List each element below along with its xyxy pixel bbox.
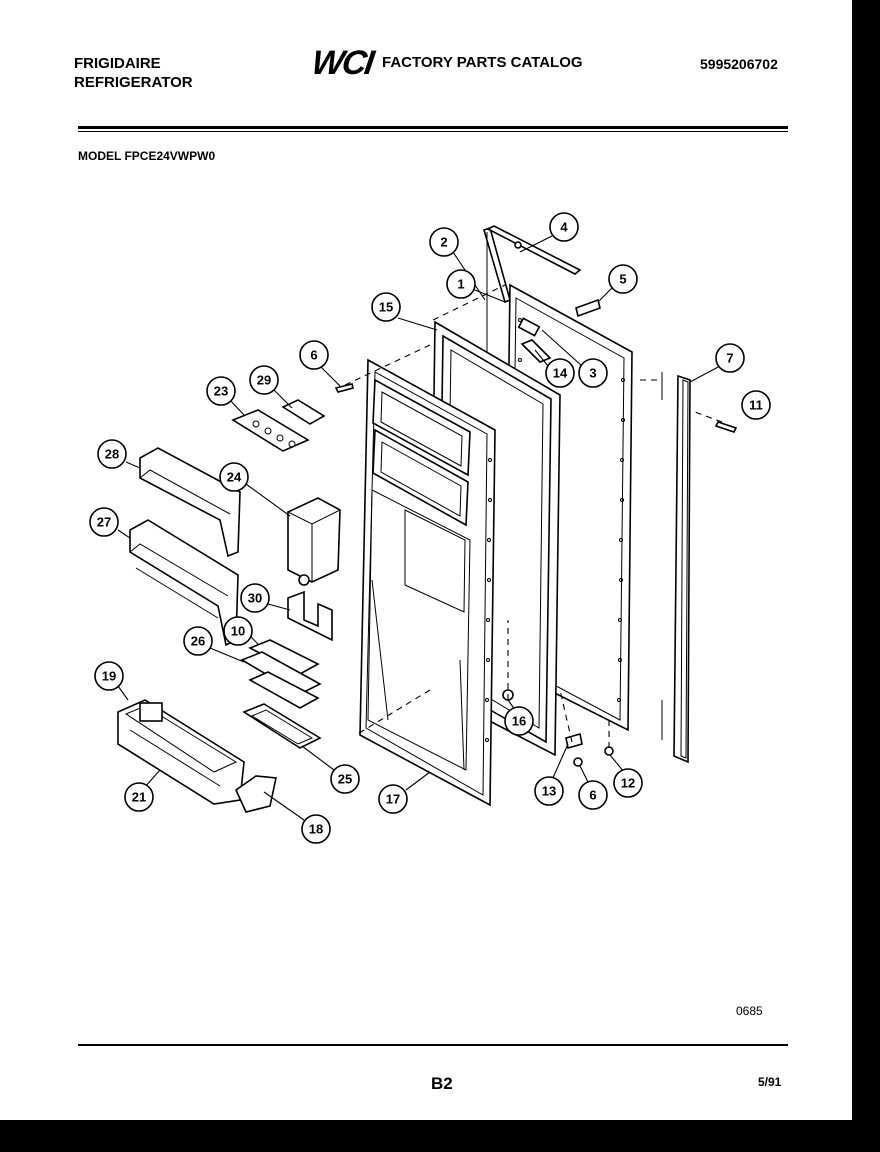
diagram-code: 0685 <box>736 1004 763 1018</box>
trim-screw <box>714 421 738 433</box>
callout-12: 12 <box>613 768 643 798</box>
callout-19: 19 <box>94 661 124 691</box>
svg-text:4: 4 <box>560 220 568 235</box>
callout-27: 27 <box>89 507 119 537</box>
callout-6-upper: 6 <box>299 340 329 370</box>
door-shelf-lower <box>129 519 239 647</box>
header-rule <box>78 126 788 129</box>
footer-rule <box>78 1044 788 1046</box>
page-number: B2 <box>431 1074 453 1093</box>
svg-text:12: 12 <box>621 776 635 791</box>
callout-25: 25 <box>330 764 360 794</box>
svg-text:30: 30 <box>248 591 262 606</box>
svg-text:25: 25 <box>338 772 352 787</box>
svg-text:27: 27 <box>97 515 111 530</box>
dairy-container <box>286 497 342 586</box>
callout-30: 30 <box>240 583 270 613</box>
assembly-lines <box>344 284 723 748</box>
svg-text:29: 29 <box>257 373 271 388</box>
top-trim-strip <box>486 225 582 275</box>
egg-tray-cover <box>281 399 326 425</box>
svg-text:23: 23 <box>214 384 228 399</box>
svg-text:13: 13 <box>542 784 556 799</box>
callout-26: 26 <box>183 626 213 656</box>
catalog-sheet: FRIGIDAIRE REFRIGERATOR WCI FACTORY PART… <box>0 0 852 1120</box>
side-trim-bar <box>661 372 691 764</box>
container-bracket <box>287 590 333 642</box>
svg-text:21: 21 <box>132 790 146 805</box>
hinge-bushing <box>604 746 614 756</box>
svg-text:5: 5 <box>619 272 626 287</box>
model-number: MODEL FPCE24VWPW0 <box>78 149 216 163</box>
svg-text:14: 14 <box>553 366 568 381</box>
callout-11: 11 <box>741 390 771 420</box>
svg-text:19: 19 <box>102 669 116 684</box>
svg-text:6: 6 <box>589 788 596 803</box>
svg-text:7: 7 <box>726 351 733 366</box>
callout-24: 24 <box>219 462 249 492</box>
header-brand-block: FRIGIDAIRE REFRIGERATOR <box>74 54 193 92</box>
catalog-date: 5/91 <box>758 1075 782 1089</box>
callout-10: 10 <box>223 616 253 646</box>
callout-1: 1 <box>446 269 476 299</box>
callout-28: 28 <box>97 439 127 469</box>
callout-29: 29 <box>249 365 279 395</box>
hinge-screw-upper <box>334 383 354 393</box>
callout-leaders <box>117 235 721 821</box>
door-shelf-upper <box>139 447 241 558</box>
svg-text:3: 3 <box>589 366 596 381</box>
callout-6-lower: 6 <box>578 780 608 810</box>
svg-text:6: 6 <box>310 348 317 363</box>
callout-23: 23 <box>206 376 236 406</box>
svg-text:24: 24 <box>227 470 242 485</box>
catalog-title: FACTORY PARTS CATALOG <box>382 54 583 71</box>
exploded-parts-diagram: 1 2 3 4 5 6 7 10 11 12 13 14 15 16 17 18… <box>89 212 771 844</box>
brand-name: FRIGIDAIRE <box>74 55 161 72</box>
callout-18: 18 <box>301 814 331 844</box>
callout-17: 17 <box>378 784 408 814</box>
callout-3: 3 <box>578 358 608 388</box>
door-bin <box>242 703 322 749</box>
callout-14: 14 <box>545 358 575 388</box>
callout-21: 21 <box>124 782 154 812</box>
svg-text:11: 11 <box>749 398 763 413</box>
catalog-number: 5995206702 <box>700 56 778 72</box>
callout-15: 15 <box>371 292 401 322</box>
small-bin <box>240 651 322 709</box>
svg-text:18: 18 <box>309 822 323 837</box>
header-rule-thin <box>78 131 788 132</box>
callout-5: 5 <box>608 264 638 294</box>
door-inner-liner <box>359 358 496 807</box>
hinge-screw-lower <box>573 757 583 767</box>
svg-text:26: 26 <box>191 634 205 649</box>
product-name: REFRIGERATOR <box>74 74 193 91</box>
svg-text:16: 16 <box>512 714 526 729</box>
svg-text:15: 15 <box>379 300 393 315</box>
callout-4: 4 <box>549 212 579 242</box>
svg-text:28: 28 <box>105 447 119 462</box>
svg-text:2: 2 <box>440 235 447 250</box>
door-clip-part <box>575 298 601 318</box>
svg-text:10: 10 <box>231 624 245 639</box>
callout-2: 2 <box>429 227 459 257</box>
egg-tray <box>231 409 310 452</box>
callout-16: 16 <box>504 706 534 736</box>
callout-7: 7 <box>715 343 745 373</box>
svg-text:17: 17 <box>386 792 400 807</box>
door-hinge <box>565 732 583 750</box>
shelf-end-clip <box>234 775 277 813</box>
svg-text:1: 1 <box>457 277 464 292</box>
callout-13: 13 <box>534 776 564 806</box>
